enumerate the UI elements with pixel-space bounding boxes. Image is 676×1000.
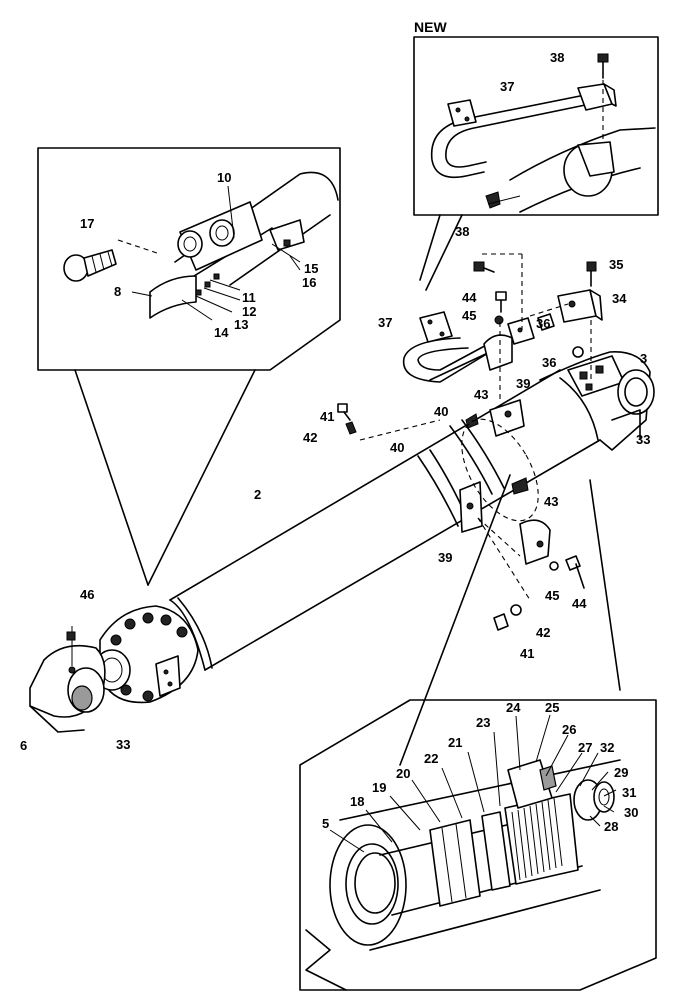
pipe-assembly [402, 253, 603, 400]
callout-3: 3 [640, 351, 647, 366]
callout-11: 11 [242, 290, 256, 305]
callout-33-head: 33 [636, 432, 650, 447]
callout-24: 24 [506, 700, 521, 715]
callout-38: 38 [455, 224, 469, 239]
callout-labels: 2 3 5 6 8 10 11 12 13 14 15 16 17 18 19 … [20, 50, 650, 834]
callout-34: 34 [612, 291, 627, 306]
new-label: NEW [414, 19, 447, 35]
callout-28: 28 [604, 819, 618, 834]
callout-37-new: 37 [500, 79, 514, 94]
callout-12: 12 [242, 304, 256, 319]
callout-38-new: 38 [550, 50, 564, 65]
callout-23: 23 [476, 715, 490, 730]
callout-43-lower: 43 [544, 494, 558, 509]
main-cylinder [29, 351, 655, 733]
callout-42-upper: 42 [303, 430, 317, 445]
callout-21: 21 [448, 735, 462, 750]
callout-10: 10 [217, 170, 231, 185]
detail-box-rod-head [37, 147, 341, 371]
callout-43-upper: 43 [474, 387, 488, 402]
callout-45-lower: 45 [545, 588, 559, 603]
callout-40-upper: 40 [434, 404, 448, 419]
callout-39-upper: 39 [516, 376, 530, 391]
callout-44-lower: 44 [572, 596, 587, 611]
callout-27: 27 [578, 740, 592, 755]
callout-15: 15 [304, 261, 318, 276]
callout-13: 13 [234, 317, 248, 332]
leader-new [425, 214, 463, 291]
callout-33-rod: 33 [116, 737, 130, 752]
callout-36-lower: 36 [542, 355, 556, 370]
callout-22: 22 [424, 751, 438, 766]
callout-40-lower: 40 [390, 440, 404, 455]
callout-31: 31 [622, 785, 636, 800]
callout-29: 29 [614, 765, 628, 780]
callout-41-lower: 41 [520, 646, 534, 661]
callout-20: 20 [396, 766, 410, 781]
callout-6: 6 [20, 738, 27, 753]
callout-18: 18 [350, 794, 364, 809]
callout-37: 37 [378, 315, 392, 330]
callout-39-lower: 39 [438, 550, 452, 565]
callout-30: 30 [624, 805, 638, 820]
callout-46: 46 [80, 587, 94, 602]
callout-45-upper: 45 [462, 308, 476, 323]
detail-box-new: NEW [413, 19, 659, 216]
callout-14: 14 [214, 325, 229, 340]
callout-26: 26 [562, 722, 576, 737]
callout-19: 19 [372, 780, 386, 795]
callout-2: 2 [254, 487, 261, 502]
callout-42-lower: 42 [536, 625, 550, 640]
callout-32: 32 [600, 740, 614, 755]
callout-44-upper: 44 [462, 290, 477, 305]
callout-17: 17 [80, 216, 94, 231]
callout-36-upper: 36 [536, 316, 550, 331]
callout-16: 16 [302, 275, 316, 290]
callout-35: 35 [609, 257, 623, 272]
callout-5: 5 [322, 816, 329, 831]
callout-8: 8 [114, 284, 121, 299]
callout-25: 25 [545, 700, 559, 715]
callout-41-upper: 41 [320, 409, 334, 424]
detail-box-piston [299, 699, 657, 991]
